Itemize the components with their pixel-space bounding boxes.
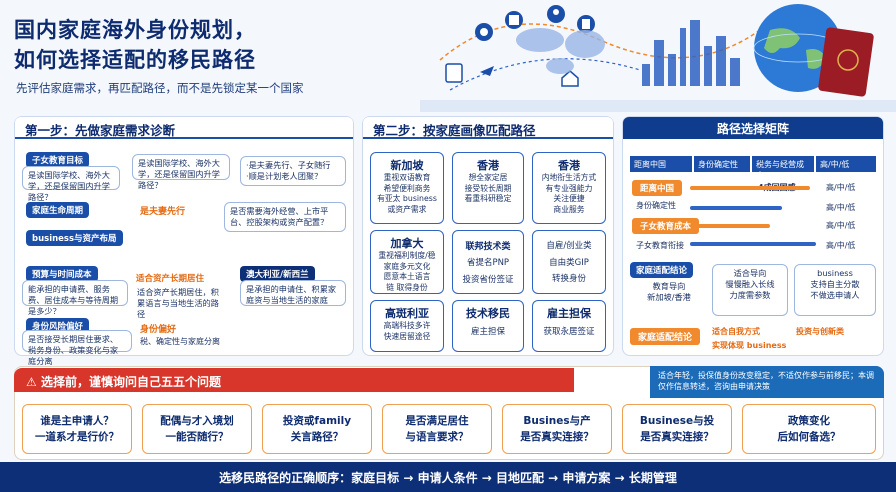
matrix-row-label-2: 子女教育成本 — [632, 218, 700, 234]
warning-icon: ⚠ — [26, 375, 41, 389]
question-1: 配偶与才入境划 一能否随行？ — [142, 404, 252, 454]
tag-business: business与资产布局 — [26, 230, 123, 246]
tag-budget: 预算与时间成本 — [26, 266, 98, 282]
card-hongkong-b: 香港 内地衔生活方式 有专业强能力 关注便捷 商业服务 — [532, 152, 606, 224]
card-canada: 加拿大 重视福利制度/稳 家庭多元文化 愿意本土语言 链 取得身份 — [370, 230, 444, 294]
text-education: 是读国际学校、海外大学，还是保留国内升学路径？ — [22, 166, 120, 202]
page-subtitle: 先评估家庭需求，再匹配路径，而不是先锁定某一个国家 — [16, 81, 304, 95]
fit-item-1: 投资与创新类 — [796, 327, 844, 336]
matrix-row-label-0: 距离中国 — [632, 180, 683, 196]
warning-side-note: 适合年轻，投保值身份改变稳定，不适仅作参与前移民；本调仅作信息转述，咨询由申请决… — [650, 366, 884, 398]
card-australia: 高斑利亚 高端科技多许 快速居留途径 — [370, 300, 444, 352]
fit-item-2: 实现体现 business — [712, 341, 787, 350]
matrix-row-level-1: 高/中/低 — [826, 203, 856, 212]
page-title-line1: 国内家庭海外身份规划， — [14, 18, 256, 42]
card-singapore: 新加坡 重视双语教育 希望便利商务 有亚太 business 或资产需求 — [370, 152, 444, 224]
fit-tag: 家庭适配结论 — [630, 328, 701, 345]
text-au-nz: 是承担的申请住、积累家庭资与当地生活的家庭 — [240, 280, 346, 306]
tag-au-nz: 澳大利亚/新西兰 — [240, 266, 315, 282]
matrix-row-level-0: 高/中/低 — [826, 183, 856, 192]
building-icon — [505, 11, 523, 29]
hero-illustration — [420, 4, 896, 112]
orange-lifecycle: 是夫妻先行 — [140, 207, 186, 217]
orange-longstay: 适合资产长期居住 — [136, 274, 205, 284]
note-lifecycle: ·是夫妻先行、子女随行 ·顺是计划老人团聚？ — [240, 156, 346, 186]
conclusion-tag: 家庭适配结论 — [630, 262, 694, 278]
matrix-row-label-3: 子女教育衔接 — [636, 241, 684, 250]
matrix-header-0: 距离中国 — [630, 156, 692, 172]
card-employer-sponsor: 雇主担保 获取永居签证 — [532, 300, 606, 352]
text-budget: 能承担的申请费、服务费、居住成本与等待周期是多少？ — [22, 280, 128, 316]
passport-icon — [577, 15, 595, 33]
card-federal-skilled: 联邦技术类 省提名PNP 投资省份签证 — [452, 230, 524, 294]
text-risk: 是否接受长期居住要求、税务身份、政策变化与家庭分离 — [22, 330, 132, 366]
question-2: 投资或family 关言路径？ — [262, 404, 372, 454]
question-0: 谁是主申请人？ 一道系才是行价？ — [22, 404, 132, 454]
tag-lifecycle: 家庭生命周期 — [26, 202, 90, 218]
question-6: 政策变化 后如何备选？ — [742, 404, 876, 454]
question-3: 是否满足居住 与语言要求？ — [382, 404, 492, 454]
warning-title: ⚠ 选择前，谨慎询问自己五五个问题 — [14, 368, 574, 392]
conclusion-col-1: 适合导向 慢慢融入长线 力度需参数 — [712, 264, 788, 316]
city-skyline — [642, 20, 740, 86]
step2-title: 第二步：按家庭画像匹配路径 — [363, 117, 613, 139]
matrix-header-3: 高/中/低 — [816, 156, 876, 172]
matrix-row-level-2: 高/中/低 — [826, 221, 856, 230]
note-business: 是否需要海外经营、上市平台、控股架构或资产配置？ — [224, 202, 346, 232]
step1-title: 第一步：先做家庭需求诊断 — [15, 117, 353, 139]
note-longstay: 适合资产长期居住，积累语言与当地生活的路径 — [132, 284, 230, 319]
people-icon — [547, 5, 565, 23]
tag-education: 子女教育目标 — [26, 152, 90, 168]
matrix-row-level-3: 高/中/低 — [826, 241, 856, 250]
fit-item-0: 适合自我方式 — [712, 327, 760, 336]
conclusion-col-2: business 支持自主分散 不做选申请人 — [794, 264, 876, 316]
pin-icon — [475, 23, 493, 41]
question-4: Busines与产 是否真实连接？ — [502, 404, 612, 454]
card-hongkong-a: 香港 想全家定居 接受较长周期 看重科研稳定 — [452, 152, 524, 224]
card-self-employed: 自雇/创业类 自由类GIP 转换身份 — [532, 230, 606, 294]
question-5: Businese与投 是否真实连接？ — [622, 404, 732, 454]
orange-risk-sub: 税、确定性与家庭分离 — [140, 337, 220, 346]
footer-bar: 选移民路径的正确顺序：家庭目标 → 申请人条件 → 目地匹配 → 申请方案 → … — [0, 462, 896, 492]
document-icon — [445, 63, 463, 83]
orange-risk: 身份偏好 — [140, 325, 177, 335]
world-map — [516, 28, 605, 74]
note-education: 是读国际学校、海外大学，还是保留国内升学路径？ — [132, 154, 230, 190]
page-title-line2: 如何选择适配的移民路径 — [14, 48, 256, 72]
card-skilled-migration: 技术移民 雇主担保 — [452, 300, 524, 352]
matrix-bars — [690, 186, 816, 246]
conclusion-col-0: 教育导向 新加坡/香港 — [630, 278, 708, 316]
passport-book-icon — [818, 27, 874, 97]
matrix-title: 路径选择矩阵 — [623, 117, 883, 139]
matrix-row-label-1: 身份确定性 — [636, 201, 676, 210]
matrix-header-2: 税务与经营成本 — [752, 156, 814, 180]
airplane-icon — [480, 66, 494, 76]
matrix-header-1: 身份确定性 — [694, 156, 750, 172]
